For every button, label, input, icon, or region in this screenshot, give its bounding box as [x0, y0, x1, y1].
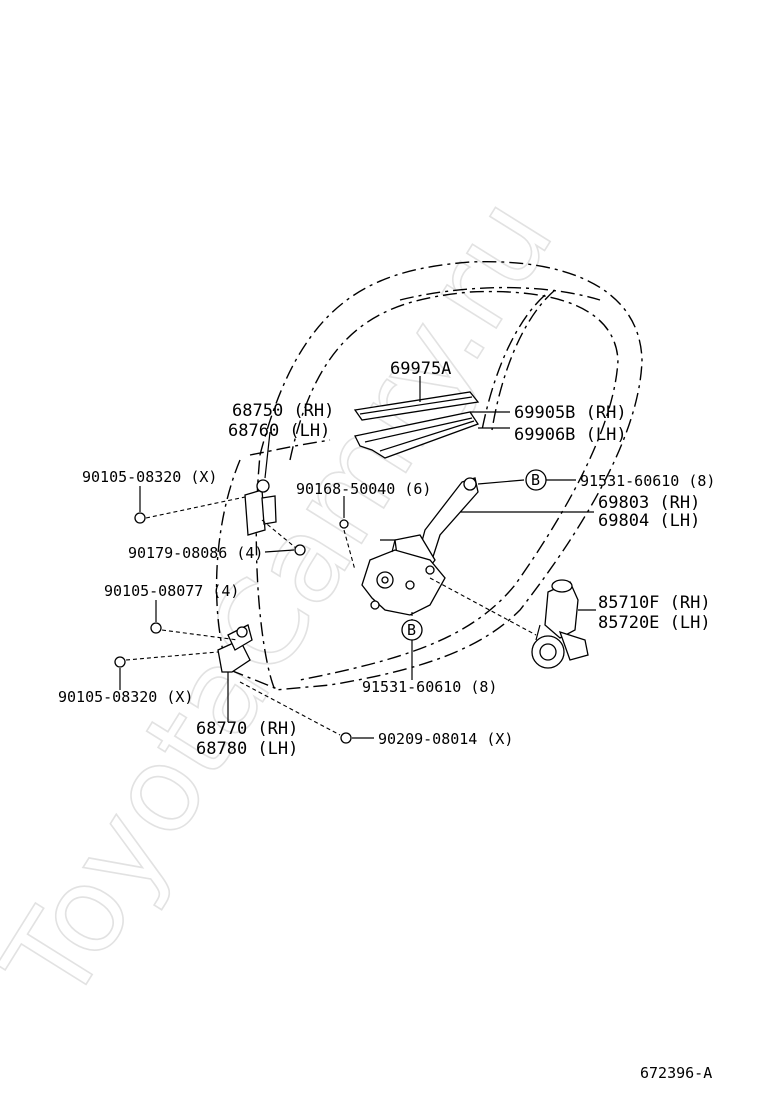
label-motor-lh: 85720E (LH) [598, 613, 711, 633]
label-bolt-upper-x: 90105-08320 (X) [82, 468, 217, 486]
label-bolt-8-top: 91531-60610 (8) [580, 472, 715, 490]
label-bolt-8-bottom: 91531-60610 (8) [362, 678, 497, 696]
label-upper-hinge-rh: 68750 (RH) [232, 401, 334, 421]
watermark: ToyotaCamry.ru [0, 173, 580, 1026]
label-weatherstrip-rh: 69905B (RH) [514, 403, 627, 423]
part-labels: 69975A 69905B (RH) 69906B (LH) 68750 (RH… [58, 359, 715, 1082]
fasteners [114, 512, 352, 744]
label-screw-6: 90168-50040 (6) [296, 480, 431, 498]
label-nut-4: 90179-08086 (4) [128, 544, 263, 562]
label-lower-hinge-rh: 68770 (RH) [196, 719, 298, 739]
weatherstrip-upper [353, 391, 480, 421]
label-glass-run: 69975A [390, 359, 451, 379]
window-regulator [361, 477, 479, 616]
label-bolt-lower-x: 90105-08320 (X) [58, 688, 193, 706]
watermark-text: ToyotaCamry.ru [0, 174, 580, 1025]
regulator-motor [531, 579, 589, 669]
label-weatherstrip-lh: 69906B (LH) [514, 425, 627, 445]
weatherstrip-lower [354, 411, 479, 459]
callout-b-top: B [525, 469, 547, 491]
lower-hinge [217, 624, 253, 673]
label-lower-hinge-lh: 68780 (LH) [196, 739, 298, 759]
assembly-leaders [125, 496, 537, 736]
callout-letter: B [531, 471, 540, 489]
upper-hinge [244, 479, 277, 536]
label-regulator-rh: 69803 (RH) [598, 493, 700, 513]
label-leaders [119, 376, 596, 739]
label-motor-rh: 85710F (RH) [598, 593, 711, 613]
callout-letter: B [407, 621, 416, 639]
label-upper-hinge-lh: 68760 (LH) [228, 421, 330, 441]
diagram-id: 672396-A [640, 1064, 712, 1082]
callout-b-bottom: B [401, 619, 423, 641]
label-clip-x: 90209-08014 (X) [378, 730, 513, 748]
label-bolt-4: 90105-08077 (4) [104, 582, 239, 600]
label-regulator-lh: 69804 (LH) [598, 511, 700, 531]
